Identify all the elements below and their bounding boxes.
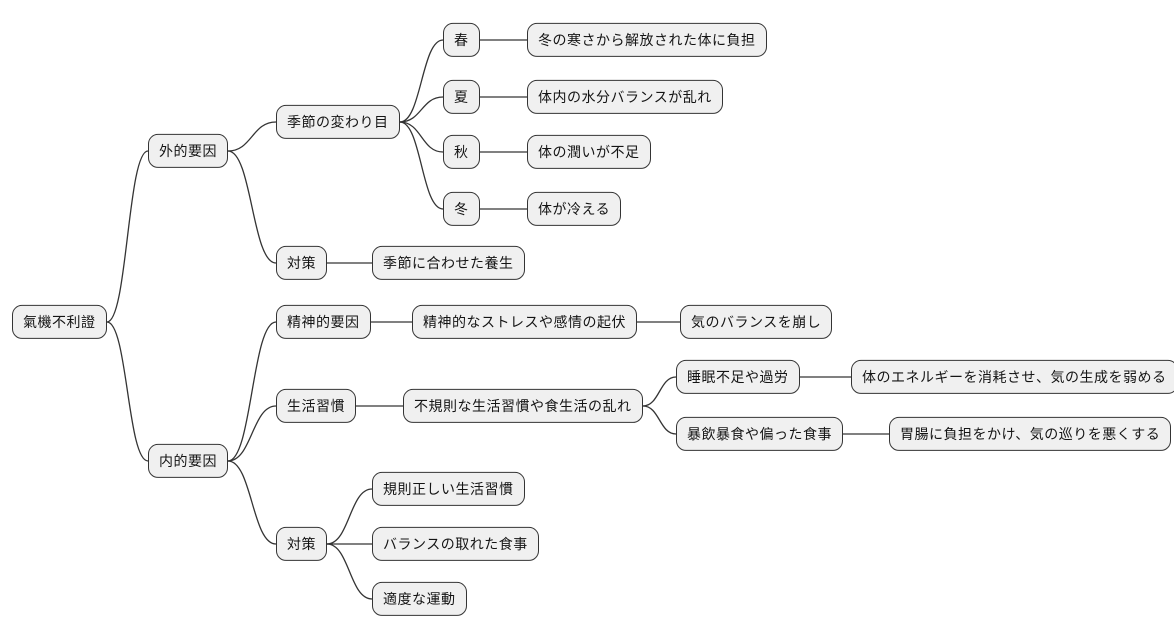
node-mental-stress[interactable]: 精神的なストレスや感情の起伏: [412, 304, 637, 340]
node-irregular[interactable]: 不規則な生活習慣や食生活の乱れ: [403, 388, 643, 424]
node-winter[interactable]: 冬: [443, 191, 480, 227]
edge-int-measure-to-exercise: [326, 543, 373, 600]
edge-irregular-to-overeat: [642, 405, 677, 435]
node-ext-measure[interactable]: 対策: [276, 245, 327, 281]
node-spring-desc[interactable]: 冬の寒さから解放された体に負担: [527, 22, 767, 58]
edge-seasonal-to-spring: [399, 39, 444, 123]
node-external[interactable]: 外的要因: [148, 133, 228, 169]
edge-internal-to-lifestyle: [227, 405, 277, 462]
edge-internal-to-mental: [227, 321, 277, 462]
node-mental[interactable]: 精神的要因: [276, 304, 371, 340]
node-regular-life[interactable]: 規則正しい生活習慣: [372, 471, 525, 507]
node-summer[interactable]: 夏: [443, 79, 480, 115]
edge-external-to-seasonal: [227, 121, 277, 152]
node-sleep-desc[interactable]: 体のエネルギーを消耗させ、気の生成を弱める: [851, 359, 1174, 395]
edge-int-measure-to-regular-life: [326, 488, 373, 545]
node-autumn[interactable]: 秋: [443, 134, 480, 170]
edge-seasonal-to-winter: [399, 121, 444, 210]
node-overeat[interactable]: 暴飲暴食や偏った食事: [676, 416, 843, 452]
node-balanced-diet[interactable]: バランスの取れた食事: [372, 526, 539, 562]
edge-root-to-internal: [106, 321, 149, 462]
edge-seasonal-to-summer: [399, 96, 444, 123]
node-winter-desc[interactable]: 体が冷える: [527, 191, 622, 227]
edge-irregular-to-sleep: [642, 376, 677, 407]
edge-external-to-ext-measure: [227, 150, 277, 264]
node-exercise[interactable]: 適度な運動: [372, 581, 467, 617]
node-seasonal-care[interactable]: 季節に合わせた養生: [372, 245, 525, 281]
node-int-measure[interactable]: 対策: [276, 526, 327, 562]
node-internal[interactable]: 内的要因: [148, 443, 228, 479]
edge-seasonal-to-autumn: [399, 121, 444, 153]
edge-internal-to-int-measure: [227, 460, 277, 545]
node-summer-desc[interactable]: 体内の水分バランスが乱れ: [527, 79, 723, 115]
node-spring[interactable]: 春: [443, 22, 480, 58]
edge-root-to-external: [106, 150, 149, 323]
node-lifestyle[interactable]: 生活習慣: [276, 388, 356, 424]
node-qi-balance[interactable]: 気のバランスを崩し: [680, 304, 833, 340]
node-root[interactable]: 氣機不利證: [12, 304, 107, 340]
node-overeat-desc[interactable]: 胃腸に負担をかけ、気の巡りを悪くする: [889, 416, 1172, 452]
node-seasonal[interactable]: 季節の変わり目: [276, 104, 400, 140]
node-autumn-desc[interactable]: 体の潤いが不足: [527, 134, 651, 170]
node-sleep[interactable]: 睡眠不足や過労: [676, 359, 800, 395]
